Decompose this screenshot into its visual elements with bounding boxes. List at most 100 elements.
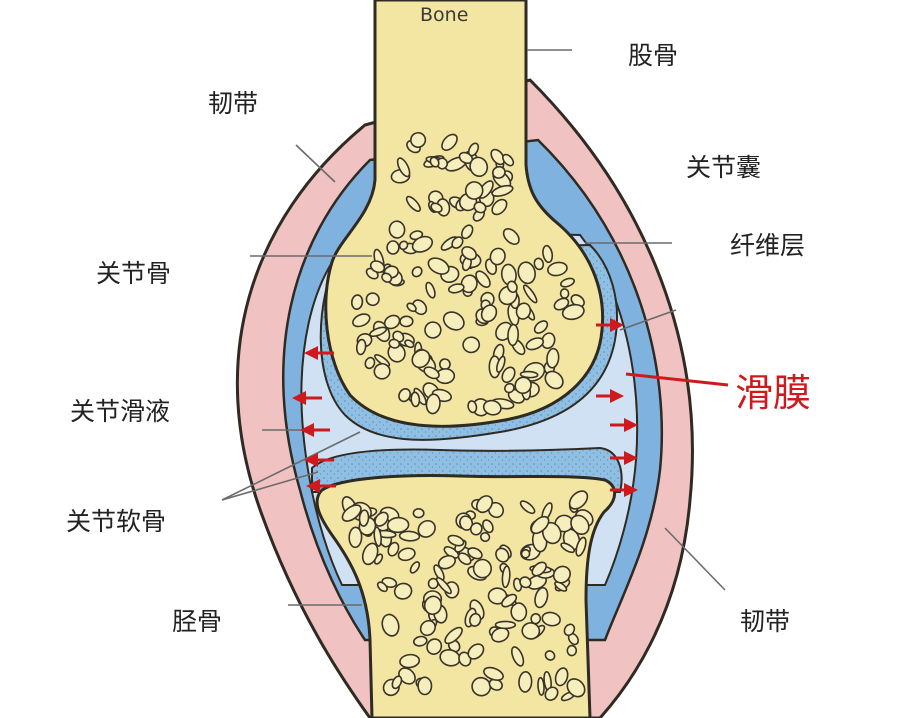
bone-cell [552, 565, 571, 584]
bone-cell [429, 156, 440, 168]
bone-cell [410, 391, 421, 408]
bone-cell [491, 198, 508, 216]
bone-cell [467, 643, 485, 660]
arrow-left-1 [304, 346, 334, 360]
label-synovial-fluid: 关节滑液 [70, 397, 170, 426]
bone-cell [469, 612, 482, 627]
bone-cell [511, 646, 525, 667]
bone-cell [525, 337, 545, 351]
arrow-right-5 [610, 483, 638, 497]
bone-cell [533, 320, 549, 334]
bone-cell [399, 653, 421, 669]
bone-cell [381, 613, 400, 637]
bone-cell [424, 321, 442, 339]
bone-cell [483, 666, 504, 681]
label-articular-bone: 关节骨 [96, 259, 171, 288]
bone-cell [501, 565, 511, 589]
bone-cell [423, 366, 440, 380]
bone-cell [364, 356, 376, 370]
bone-cell [467, 547, 483, 560]
label-ligament-upper: 韧带 [208, 89, 258, 118]
bone-cell [398, 530, 421, 542]
leader-cartilage-2 [221, 471, 319, 501]
bone-cell [522, 284, 538, 304]
label-ligament-lower: 韧带 [740, 607, 790, 636]
bone-cell [490, 148, 506, 166]
label-bone: Bone [420, 4, 468, 26]
bone-cell [472, 558, 493, 579]
bone-cell [537, 676, 545, 696]
bone-cell [501, 593, 518, 608]
bone-cell [411, 349, 431, 369]
bone-cell [480, 304, 498, 323]
bone-cell [542, 244, 554, 264]
bone-cell [544, 686, 559, 701]
bone-cell [530, 613, 542, 625]
bone-cell [459, 515, 474, 531]
bone-cell [435, 576, 452, 595]
bone-cell [475, 495, 494, 514]
bone-cell [462, 336, 481, 354]
bone-cell [464, 181, 484, 200]
bone-cell [570, 514, 590, 535]
bone-cell [490, 627, 510, 643]
bone-cell [361, 542, 379, 566]
bone-cell [530, 515, 550, 535]
bone-cell [430, 202, 443, 213]
bone-cell [397, 547, 416, 562]
bone-cell [502, 153, 515, 167]
bone-cell [404, 339, 415, 349]
bone-cell [447, 283, 465, 294]
label-tibia: 胫骨 [172, 607, 222, 636]
bone-cell [388, 220, 406, 239]
bone-cell [412, 635, 428, 647]
bone-cell [471, 676, 492, 697]
bone-cell [381, 272, 393, 283]
label-synovium: 滑膜 [735, 371, 811, 415]
bone-cell [534, 586, 549, 609]
bone-cell [444, 626, 463, 645]
leader-capsule [619, 309, 677, 331]
bone-cell [517, 261, 536, 285]
bone-cell [437, 554, 456, 570]
bone-cell [566, 644, 578, 657]
bone-cell [559, 288, 570, 299]
bone-cell [406, 302, 417, 313]
arrow-right-2 [596, 389, 624, 403]
bone-cell [412, 507, 425, 519]
bone-cell [467, 400, 478, 414]
bone-cell [352, 313, 371, 328]
leader-cartilage-1 [221, 431, 361, 501]
bone-cell [348, 526, 363, 549]
bone-cell [475, 270, 491, 288]
bone-cell [554, 667, 569, 687]
bone-cell [417, 676, 433, 696]
bone-cell [426, 638, 443, 655]
bone-cell [373, 362, 391, 380]
bone-cell [425, 281, 436, 299]
bone-cell [398, 388, 412, 403]
bone-cell [510, 602, 528, 622]
leader-ligament-upper [295, 144, 336, 183]
bone-cell [491, 165, 506, 179]
bone-cell [393, 582, 413, 600]
bone-cell [563, 623, 576, 637]
bone-cell [388, 338, 401, 349]
arrow-left-2 [292, 391, 322, 405]
leader-ligament-lower [664, 527, 726, 591]
bone-cell [409, 561, 421, 574]
bone-cell [387, 541, 400, 557]
bone-cell [559, 277, 576, 288]
bone-cell [411, 235, 434, 253]
bone-cell [575, 536, 587, 557]
bone-cell [554, 581, 568, 592]
bone-cell [460, 224, 474, 240]
bone-cell [350, 294, 364, 310]
arrow-right-3 [610, 418, 638, 432]
bone-cell [460, 274, 478, 294]
bone-cell [442, 311, 465, 331]
bone-cell [507, 323, 520, 347]
arrow-left-5 [306, 479, 336, 493]
bone-cell [479, 531, 491, 543]
